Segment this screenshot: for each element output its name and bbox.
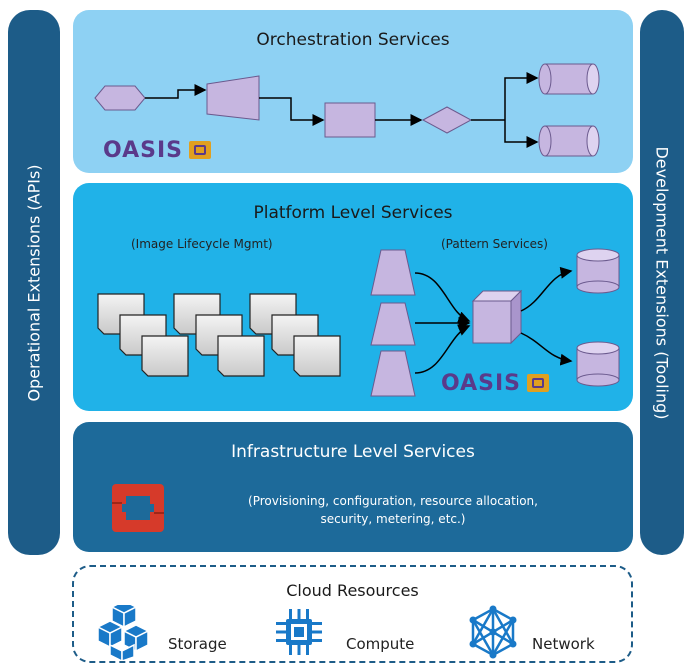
oasis-logo-mark-icon xyxy=(527,374,550,392)
left-side-bar: Operational Extensions (APIs) xyxy=(8,10,60,555)
endpoint-cylinder-bottom xyxy=(538,125,600,157)
cloud-resources-title: Cloud Resources xyxy=(286,581,419,600)
infrastructure-title: Infrastructure Level Services xyxy=(231,442,475,462)
infrastructure-panel: Infrastructure Level Services (Provision… xyxy=(73,422,633,552)
cloud-resources-box: Cloud Resources Storage xyxy=(72,565,633,663)
decision-diamond-shape xyxy=(421,106,473,134)
pattern-output-cylinder-top xyxy=(576,248,620,294)
oasis-logo-platform: OASIS xyxy=(441,371,550,396)
operational-extensions-label: Operational Extensions (APIs) xyxy=(24,163,44,402)
compute-icon xyxy=(276,609,322,655)
endpoint-cylinder-top xyxy=(538,63,600,95)
process-rect-shape xyxy=(324,102,376,138)
network-label: Network xyxy=(532,635,595,653)
right-side-bar: Development Extensions (Tooling) xyxy=(640,10,684,555)
platform-diagram xyxy=(97,248,620,397)
pattern-services-label: (Pattern Services) xyxy=(441,237,548,251)
oasis-logo-mark-icon xyxy=(189,141,212,159)
orchestration-panel: Orchestration Services xyxy=(73,10,633,173)
oasis-logo: OASIS xyxy=(103,138,212,163)
development-extensions-label: Development Extensions (Tooling) xyxy=(652,145,672,420)
orchestration-flow-diagram xyxy=(94,63,600,157)
orchestration-title: Orchestration Services xyxy=(256,30,450,50)
infrastructure-description-line2: security, metering, etc.) xyxy=(320,512,466,526)
platform-panel: Platform Level Services (Image Lifecycle… xyxy=(73,183,633,411)
pattern-cube-shape xyxy=(471,289,523,345)
trapezoid-shape xyxy=(206,75,260,121)
storage-label: Storage xyxy=(168,635,227,653)
infrastructure-description: (Provisioning, configuration, resource a… xyxy=(193,492,593,528)
pattern-output-cylinder-bottom xyxy=(576,341,620,387)
image-documents-stack xyxy=(97,293,341,377)
pattern-input-trapezoids xyxy=(370,249,416,397)
infrastructure-description-line1: (Provisioning, configuration, resource a… xyxy=(248,494,538,508)
hexagon-shape xyxy=(94,85,146,111)
openstack-logo-icon xyxy=(112,484,164,532)
network-icon xyxy=(469,605,517,659)
platform-title: Platform Level Services xyxy=(253,203,453,223)
compute-label: Compute xyxy=(346,635,415,653)
image-lifecycle-label: (Image Lifecycle Mgmt) xyxy=(131,237,273,251)
storage-icon xyxy=(96,605,150,661)
